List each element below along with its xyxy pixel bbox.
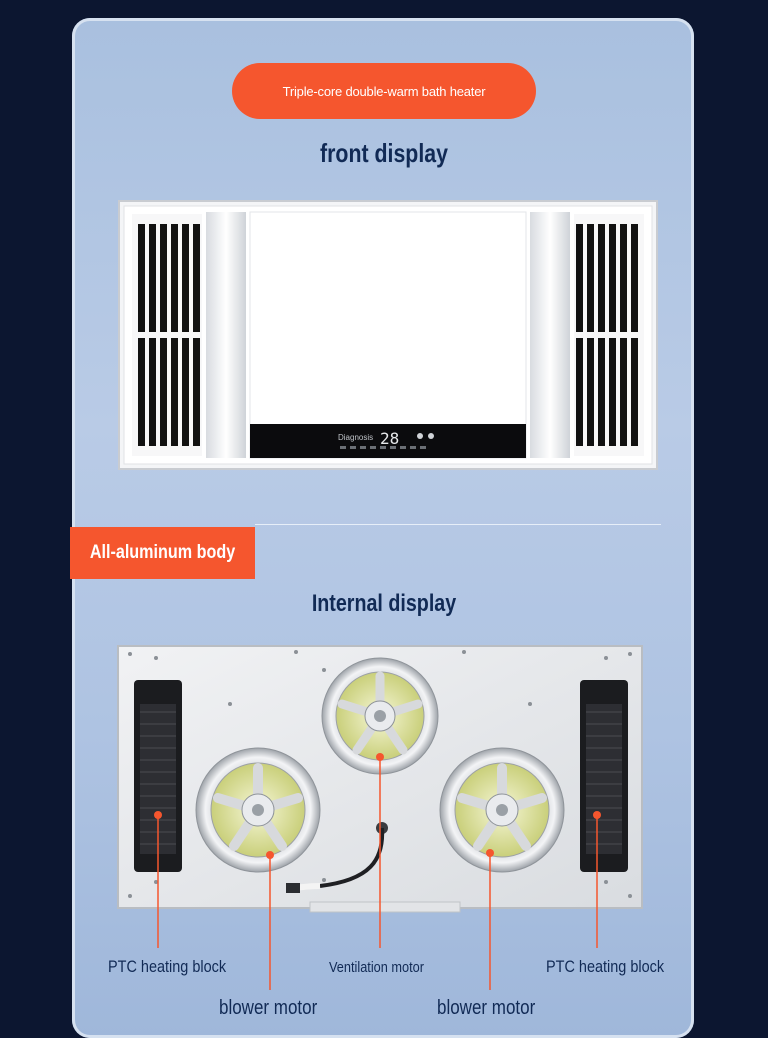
ventilation-motor-fan (321, 657, 439, 775)
label-ptc-right: PTC heating block (546, 957, 665, 976)
left-vent (132, 214, 202, 456)
section-divider (255, 524, 661, 525)
label-ptc-left: PTC heating block (108, 957, 227, 976)
right-vent (574, 214, 644, 456)
label-blower-left: blower motor (219, 997, 318, 1019)
internal-display-heading: Internal display (311, 590, 457, 617)
blower-motor-fan-right (439, 747, 565, 873)
panel-temperature: 28 (380, 429, 399, 448)
all-aluminum-tag: All-aluminum body (70, 527, 255, 579)
blower-motor-fan-left (195, 747, 321, 873)
internal-display-image (117, 645, 643, 913)
ptc-block-left (134, 680, 182, 872)
ptc-block-right (580, 680, 628, 872)
front-display-heading: front display (320, 138, 448, 168)
panel-display-text: Diagnosis (338, 433, 373, 442)
title-banner-text: Triple-core double-warm bath heater (282, 83, 486, 99)
title-banner: Triple-core double-warm bath heater (232, 63, 536, 119)
label-blower-right: blower motor (437, 997, 536, 1019)
front-display-image: Diagnosis 28 (118, 200, 658, 470)
all-aluminum-tag-text: All-aluminum body (89, 542, 236, 563)
label-ventilation-motor: Ventilation motor (329, 959, 424, 976)
power-cable (286, 822, 388, 893)
